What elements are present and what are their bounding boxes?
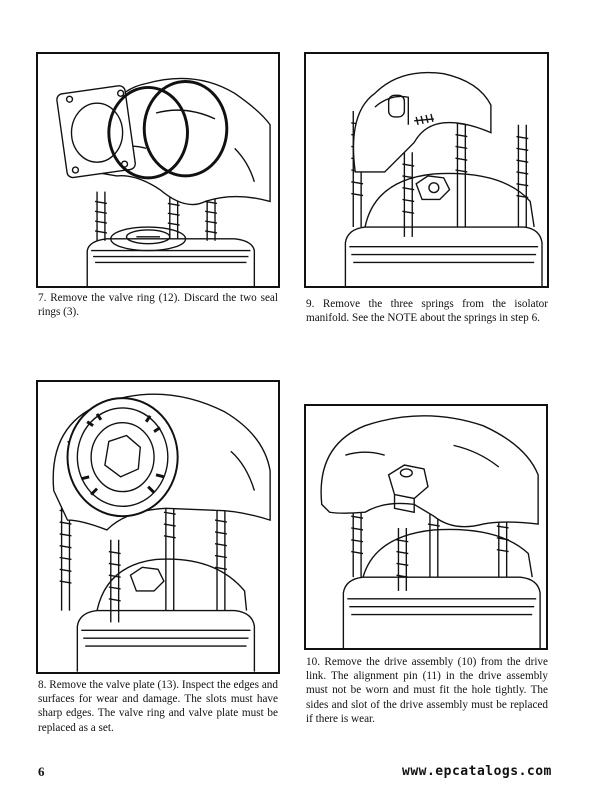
- step-10-caption: 10. Remove the drive assembly (10) from …: [306, 656, 548, 725]
- step-7-caption: 7. Remove the valve ring (12). Discard t…: [38, 292, 278, 319]
- step-9-caption: 9. Remove the three springs from the iso…: [306, 298, 548, 325]
- figure-step-7: [36, 52, 280, 288]
- illustration-remove-springs: [344, 71, 543, 286]
- illustration-remove-drive-assembly: [320, 415, 541, 648]
- figure-step-9: [304, 52, 549, 288]
- page-number: 6: [38, 764, 45, 779]
- figure-step-8: [36, 380, 280, 674]
- figure-step-10: [304, 404, 548, 650]
- step-8-caption: 8. Remove the valve plate (13). Inspect …: [38, 679, 278, 734]
- website-watermark: www.epcatalogs.com: [402, 764, 552, 779]
- illustration-remove-valve-plate: [52, 393, 271, 672]
- illustration-remove-valve-ring: [56, 77, 271, 286]
